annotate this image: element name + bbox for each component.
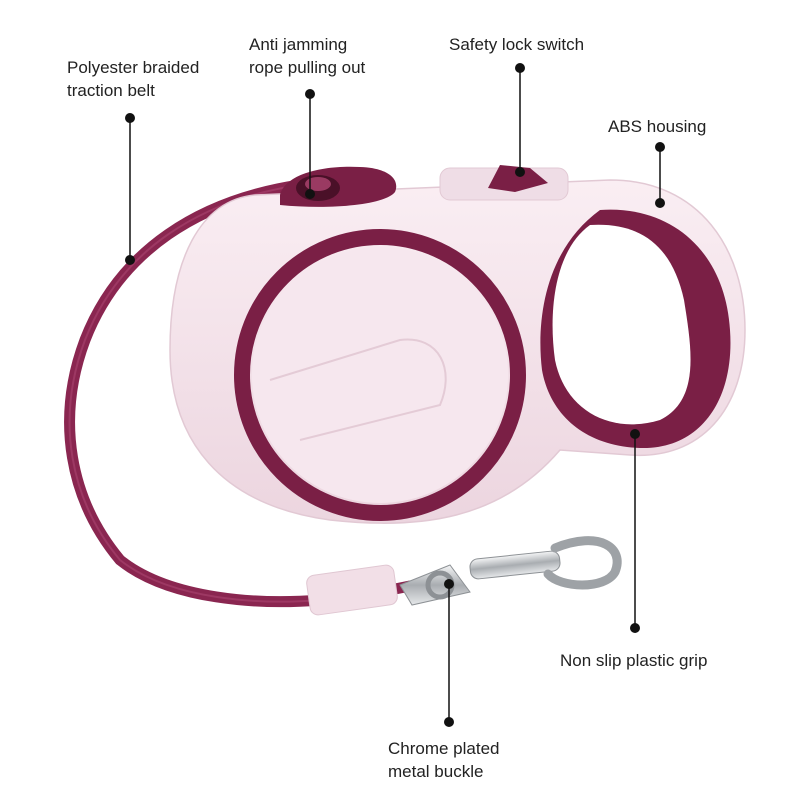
metal-buckle (399, 536, 622, 606)
traction-belt-edge (68, 184, 321, 603)
callout-buckle-line1: Chrome plated (388, 739, 500, 758)
dial-ring (234, 229, 526, 521)
lock-switch (488, 165, 548, 192)
dot-buckle-bottom (444, 717, 454, 727)
dot-lock (515, 167, 525, 177)
callout-belt-line1: Polyester braided (67, 58, 200, 77)
callout-anti-line2: rope pulling out (249, 58, 366, 77)
callout-buckle-line2: metal buckle (388, 762, 484, 781)
callout-abs-housing: ABS housing (608, 115, 706, 138)
dial-face (252, 247, 508, 503)
dot-belt (125, 255, 135, 265)
callout-leaders (125, 63, 665, 727)
dot-buckle (444, 579, 454, 589)
brake-button-highlight (305, 177, 331, 191)
dot-anti (305, 189, 315, 199)
dot-grip (630, 429, 640, 439)
dot-abs (655, 198, 665, 208)
strap-end-tab (306, 564, 398, 616)
callout-lock-line1: Safety lock switch (449, 35, 585, 54)
callout-safety-lock: Safety lock switch (449, 33, 584, 56)
grip-opening (552, 224, 691, 425)
callout-grip-line1: Non slip plastic grip (560, 651, 708, 670)
dot-lock-top (515, 63, 525, 73)
callout-belt: Polyester braided traction belt (67, 56, 199, 102)
dot-grip-bottom (630, 623, 640, 633)
callout-abs-line1: ABS housing (608, 117, 707, 136)
callout-anti-line1: Anti jamming (249, 35, 348, 54)
callout-anti-jamming: Anti jamming rope pulling out (249, 33, 365, 79)
callout-belt-line2: traction belt (67, 81, 155, 100)
dot-abs-top (655, 142, 665, 152)
dot-belt-top (125, 113, 135, 123)
callout-grip: Non slip plastic grip (560, 649, 707, 672)
dot-anti-top (305, 89, 315, 99)
dial-detail (269, 338, 447, 441)
callout-buckle: Chrome plated metal buckle (388, 737, 500, 783)
